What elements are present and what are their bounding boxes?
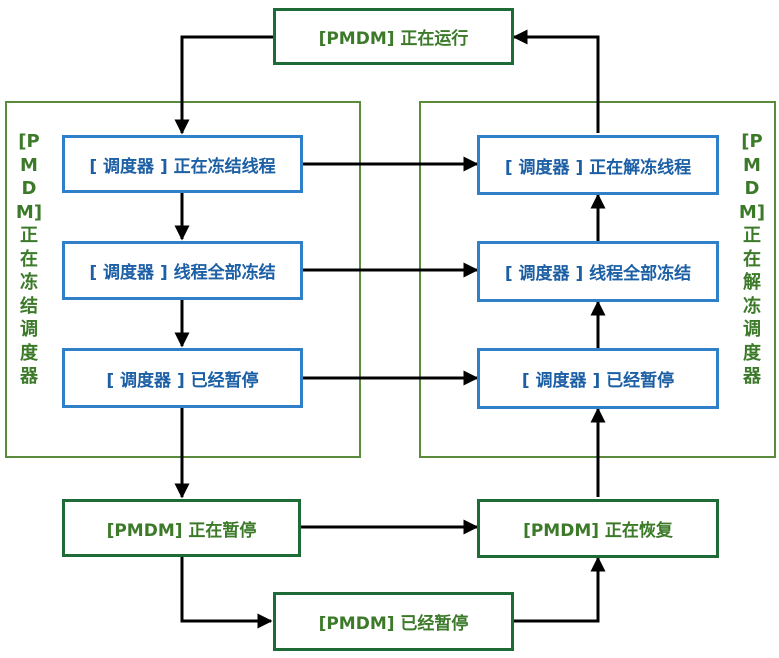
- pmdm-paused-node: [PMDM] 已经暂停: [273, 592, 514, 651]
- scheduler-thawing-threads-node: [ 调度器 ] 正在解冻线程: [477, 135, 719, 195]
- thawing-scheduler-label: [P M D M] 正 在 解 冻 调 度 器: [738, 131, 766, 387]
- pmdm-pausing-node: [PMDM] 正在暂停: [62, 499, 301, 557]
- scheduler-freezing-threads-node: [ 调度器 ] 正在冻结线程: [62, 135, 303, 193]
- scheduler-all-frozen-node: [ 调度器 ] 线程全部冻结: [62, 241, 303, 300]
- arrow-running-to-freezing: [174, 35, 273, 135]
- freezing-scheduler-label: [P M D M] 正 在 冻 结 调 度 器: [15, 131, 43, 387]
- arrow-paused-to-resuming: [514, 556, 606, 623]
- scheduler-paused-right-node: [ 调度器 ] 已经暂停: [477, 348, 719, 409]
- arrow-pausing-to-paused: [180, 557, 273, 629]
- pmdm-running-node: [PMDM] 正在运行: [273, 8, 514, 65]
- arrow-thawing-to-running: [512, 29, 600, 133]
- pmdm-resuming-node: [PMDM] 正在恢复: [477, 499, 719, 558]
- scheduler-paused-left-node: [ 调度器 ] 已经暂停: [62, 348, 303, 408]
- scheduler-all-frozen-right-node: [ 调度器 ] 线程全部冻结: [477, 241, 719, 302]
